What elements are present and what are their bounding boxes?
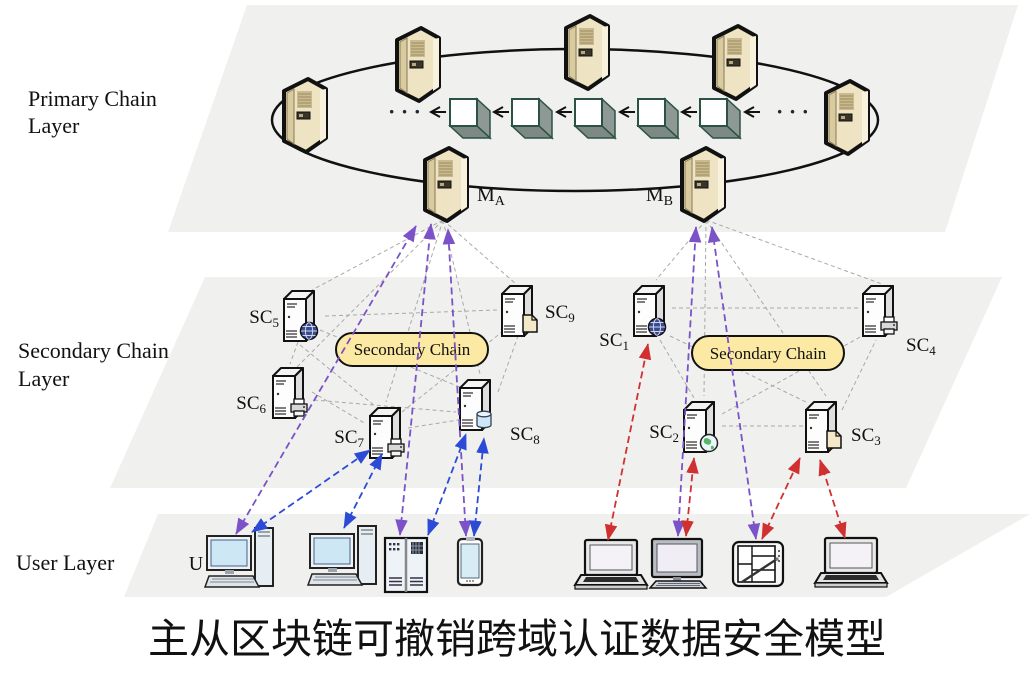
- globe-dark-icon: [299, 321, 319, 341]
- sc2-label: SC2: [649, 422, 679, 445]
- primary-server-icon: [824, 79, 870, 156]
- sc3-label: SC3: [851, 425, 881, 448]
- chain-block: [699, 98, 741, 139]
- chain-block: [511, 98, 553, 139]
- user-u-label: U: [189, 553, 204, 575]
- master-b-label: MB: [646, 184, 673, 209]
- sc5-label: SC5: [249, 307, 279, 330]
- smartphone-icon: [456, 535, 484, 587]
- chain-arrow-left-icon: [742, 106, 760, 118]
- document-icon: [826, 430, 842, 449]
- chain-arrow-left-icon: [554, 106, 572, 118]
- globe-green-icon: [699, 433, 719, 453]
- secondary-chain-badge-right-label: Secondary Chain: [710, 344, 827, 363]
- server-rack-icon: [383, 536, 429, 594]
- secondary-chain-badge-right: Secondary Chain: [691, 335, 845, 371]
- desktop-monitor-icon: [648, 537, 708, 590]
- sc7-label: SC7: [334, 427, 364, 450]
- primary-layer-label-line1: Primary Chain: [28, 86, 157, 111]
- sc1-label: SC1: [599, 330, 629, 353]
- blockchain-blocks: · · · · · ·: [388, 98, 809, 139]
- sc4-label: SC4: [906, 335, 936, 358]
- printer-icon: [880, 316, 898, 335]
- primary-server-icon: [282, 77, 328, 154]
- primary-server-icon: [395, 26, 441, 103]
- chain-ellipsis-left: · · ·: [388, 99, 421, 124]
- secondary-layer-label-line2: Layer: [18, 366, 70, 391]
- secondary-chain-badge-left: Secondary Chain: [335, 332, 489, 367]
- chain-ellipsis-right: · · ·: [776, 99, 809, 124]
- user-layer-label: User Layer: [16, 550, 115, 575]
- chain-block: [574, 98, 616, 139]
- master-server-b-icon: [680, 146, 726, 223]
- left-chain-links: [251, 433, 489, 537]
- secondary-chain-badge-left-label: Secondary Chain: [354, 340, 471, 359]
- globe-dark-icon: [647, 317, 667, 337]
- chain-arrow-left-icon: [679, 106, 697, 118]
- laptop-1-icon: [573, 538, 649, 591]
- sc8-label: SC8: [510, 424, 540, 447]
- right-chain-links: [604, 343, 847, 541]
- master-a-label: MA: [477, 184, 506, 209]
- document-icon: [522, 314, 538, 333]
- primary-server-icon: [712, 24, 758, 101]
- chain-arrow-left-icon: [491, 106, 509, 118]
- printer-icon: [387, 438, 405, 457]
- primary-layer-label-line2: Layer: [28, 113, 80, 138]
- sc6-label: SC6: [236, 393, 266, 416]
- desktop-pc-1-icon: [204, 527, 274, 588]
- desktop-pc-2-icon: [307, 525, 377, 586]
- tablet-icon: [731, 540, 785, 588]
- secondary-layer-label-line1: Secondary Chain: [18, 338, 169, 363]
- primary-server-icon: [564, 14, 610, 91]
- chain-block: [449, 98, 491, 139]
- diagram-title: 主从区块链可撤销跨域认证数据安全模型: [148, 616, 886, 662]
- printer-icon: [290, 398, 308, 417]
- laptop-2-icon: [813, 536, 889, 589]
- sc9-label: SC9: [545, 302, 575, 325]
- master-server-a-icon: [423, 146, 469, 223]
- chain-arrow-left-icon: [428, 106, 446, 118]
- database-icon: [476, 410, 492, 429]
- chain-block: [637, 98, 679, 139]
- chain-arrow-left-icon: [617, 106, 635, 118]
